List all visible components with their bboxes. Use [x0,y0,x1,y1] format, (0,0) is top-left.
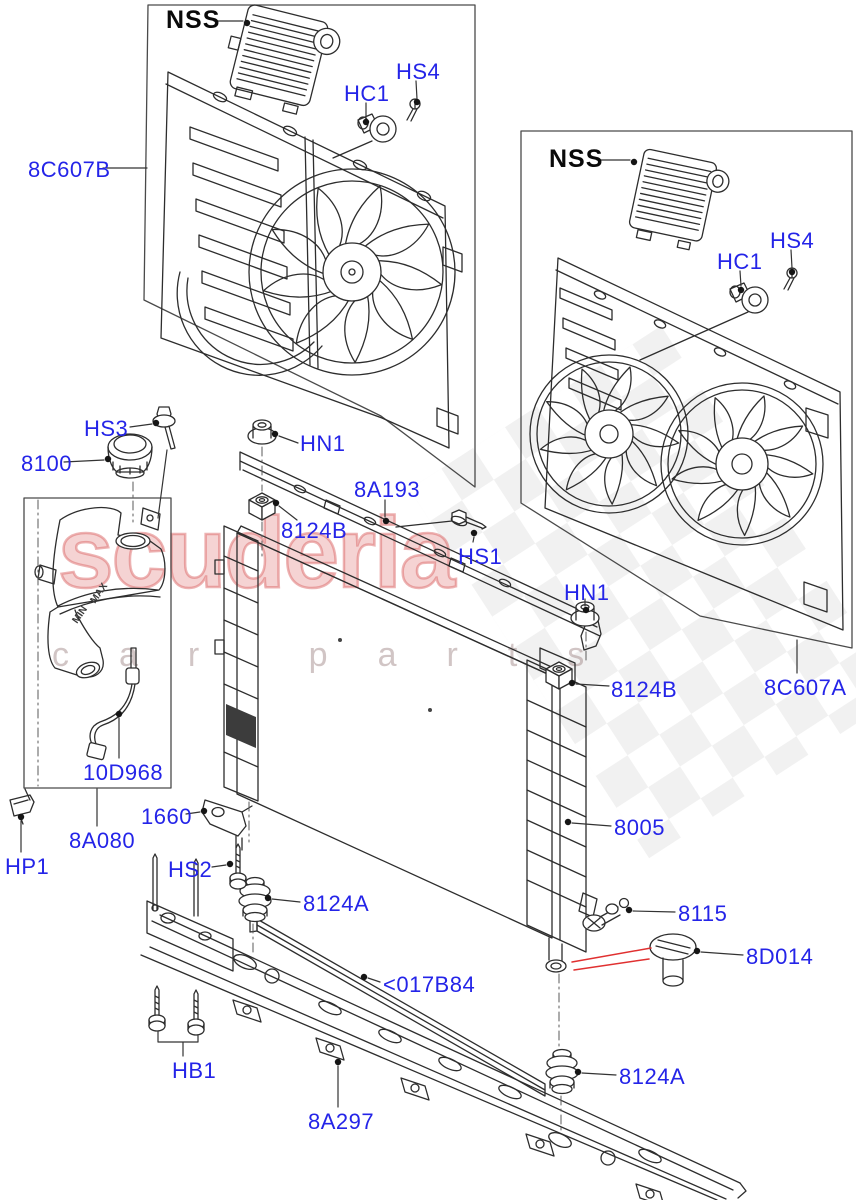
mounting-hardware-drawing [148,419,697,1095]
hp1-clip [9,788,35,825]
right-motor-module [628,148,730,251]
filler-cap [107,433,153,479]
centerlines [37,446,587,1131]
left-hc1-clamp [332,113,397,159]
panel-holes [233,954,662,1166]
callout-hc1-right: HC1 [717,249,763,274]
deflector-panel-drawing [140,853,747,1200]
callout-hs4-right: HS4 [770,228,815,253]
callout-nss-right: NSS [549,145,604,173]
radiator-drawing [214,525,598,973]
callout-8c607b: 8C607B [28,157,111,182]
drain-valve-8115 [582,897,630,932]
left-fan-shroud-drawing [160,4,463,449]
callout-8c607a: 8C607A [764,675,847,700]
hs1-bolt [395,509,487,530]
right-fan-shroud-drawing [529,148,844,631]
panel-clips [232,999,663,1200]
callout-hb1: HB1 [172,1058,217,1083]
callout-8124a-bottom: 8124A [619,1064,686,1089]
callout-017b84: <017B84 [383,972,476,997]
callout-8a297: 8A297 [308,1109,375,1134]
hs2-bolt [229,843,247,890]
iso-mount-bottom [545,1048,579,1095]
frame-boxes [23,4,853,789]
hb1-bolt-2 [187,989,205,1036]
hb1-bolt-1 [148,985,166,1032]
callout-nss-left: NSS [166,6,221,34]
tank-min-marking: MIN [70,604,90,625]
level-sensor-wire [86,647,140,761]
callout-8115: 8115 [678,901,728,926]
red-leader-lines [571,947,652,971]
callout-hc1-left: HC1 [344,81,390,106]
callout-8100: 8100 [21,451,72,476]
right-assembly-box [520,130,853,649]
tank-max-marking: MAX [88,581,110,606]
callout-hn1-right: HN1 [564,580,610,605]
callout-hs1: HS1 [458,544,503,569]
callout-hn1-left: HN1 [300,431,346,456]
seal-strip-drawing [249,918,546,1097]
bracket-1660 [201,799,253,851]
iso-cube-left [248,492,276,521]
left-assembly-box [143,4,476,488]
callout-hs3: HS3 [84,416,129,441]
leader-lines [17,19,798,1108]
plug-8d014 [649,933,697,987]
callout-8a193: 8A193 [354,477,421,502]
callout-10d968: 10D968 [83,760,164,785]
callout-1660: 1660 [141,804,192,829]
callout-hs2: HS2 [168,857,213,882]
callout-8a080: 8A080 [69,828,136,853]
callout-8d014: 8D014 [746,944,814,969]
expansion-tank-box [23,497,172,789]
left-motor-module [227,4,341,115]
top-bar-drawing [239,451,602,651]
callout-8005: 8005 [614,815,665,840]
callout-8124b-right: 8124B [611,677,678,702]
callout-8124a-mid: 8124A [303,891,370,916]
callout-hp1: HP1 [5,854,50,879]
callout-8124b-left: 8124B [281,518,348,543]
callout-hs4-left: HS4 [396,59,441,84]
hn1-nut-left [247,419,277,445]
hs3-bolt [152,406,176,450]
